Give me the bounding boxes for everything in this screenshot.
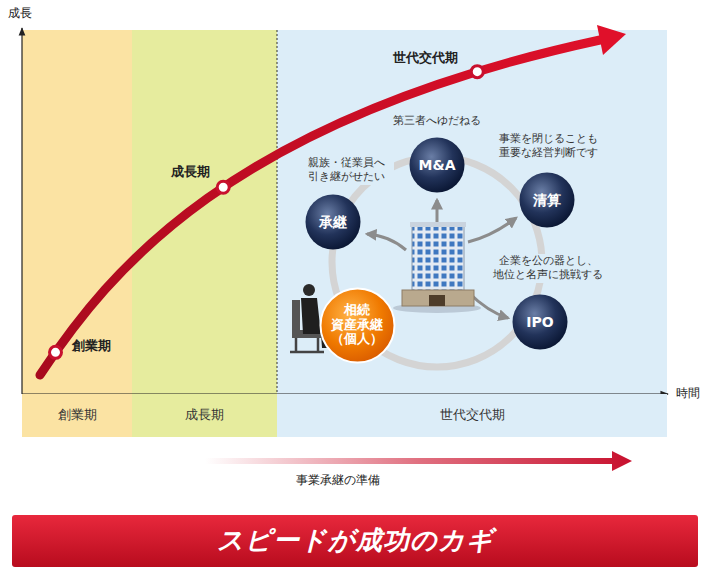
node-text: 成長期 xyxy=(185,408,224,423)
growth-band xyxy=(132,30,277,394)
curve-dots xyxy=(50,66,484,359)
circle-fill xyxy=(410,138,465,193)
node-text: 相続 資産承継 （個人） xyxy=(331,303,383,348)
text-group: M&A xyxy=(419,157,456,173)
text-group: 清算 xyxy=(533,192,561,208)
person-head xyxy=(303,284,315,296)
arrow-label: 事業承継の準備 xyxy=(296,473,380,489)
growth-curve-line xyxy=(40,40,600,375)
y-axis xyxy=(21,28,22,394)
period-band: 成長期 xyxy=(132,394,277,437)
circle-fill xyxy=(520,173,575,228)
building-podium xyxy=(402,290,474,306)
curve-dot xyxy=(471,66,483,78)
period-band: 世代交代期 xyxy=(277,394,667,437)
circle-fill xyxy=(320,288,394,362)
building-tower xyxy=(412,226,464,294)
text-group: IPO xyxy=(526,314,553,330)
divider-line xyxy=(277,30,278,437)
stage-label: 世代交代期 xyxy=(393,50,458,67)
building-door xyxy=(429,295,445,306)
chair-legs xyxy=(290,338,324,352)
axis-label: 時間 xyxy=(676,386,700,402)
stage-label: 創業期 xyxy=(72,338,111,355)
node-text: M&A xyxy=(419,157,456,173)
text-group: 相続 資産承継 （個人） xyxy=(331,303,383,348)
option-circle: M&A xyxy=(408,136,466,194)
text-group: 承継 xyxy=(319,214,347,230)
preparation-arrow xyxy=(205,451,632,471)
axis-label: 成長 xyxy=(8,6,32,22)
circle-fill xyxy=(306,195,361,250)
building-roof xyxy=(410,222,466,227)
text-group: 創業期 xyxy=(58,408,97,423)
option-circle: IPO xyxy=(511,293,569,351)
node-text: 創業期 xyxy=(58,408,97,423)
building xyxy=(393,222,481,313)
curve-dot xyxy=(50,346,62,358)
stage-label: 成長期 xyxy=(171,164,210,181)
preparation-arrow-shape xyxy=(205,451,632,471)
note: 事業を閉じることも 重要な経営判断です xyxy=(489,132,607,161)
text-group: 成長期 xyxy=(185,408,224,423)
circle-fill xyxy=(513,295,568,350)
text-group: スピードが成功のカギ xyxy=(217,526,494,556)
axes xyxy=(22,28,668,394)
node-text: 清算 xyxy=(533,192,561,208)
curve-dot xyxy=(217,181,229,193)
node-text: IPO xyxy=(526,314,553,330)
banner: スピードが成功のカギ xyxy=(12,515,698,567)
text-group: 世代交代期 xyxy=(440,408,505,423)
personal-circle: 相続 資産承継 （個人） xyxy=(319,287,396,364)
period-bands xyxy=(22,30,667,437)
period-band: 創業期 xyxy=(22,394,132,437)
arrow-to-liquidation xyxy=(468,218,516,242)
option-circle: 承継 xyxy=(304,193,362,251)
note: 第三者へゆだねる xyxy=(390,114,484,128)
founding-band xyxy=(22,30,132,394)
succession-band xyxy=(277,30,667,394)
option-circle: 清算 xyxy=(518,171,576,229)
growth-curve-head xyxy=(597,25,626,55)
arrow-to-succession xyxy=(367,234,406,250)
note: 親族・従業員へ 引き継がせたい xyxy=(298,156,394,185)
node-text: スピードが成功のカギ xyxy=(217,526,494,556)
growth-curve xyxy=(40,25,626,375)
band-row xyxy=(22,394,667,437)
note: 企業を公の器とし、 地位と名声に挑戦する xyxy=(484,254,612,283)
node-text: 承継 xyxy=(319,214,347,230)
node-text: 世代交代期 xyxy=(440,408,505,423)
